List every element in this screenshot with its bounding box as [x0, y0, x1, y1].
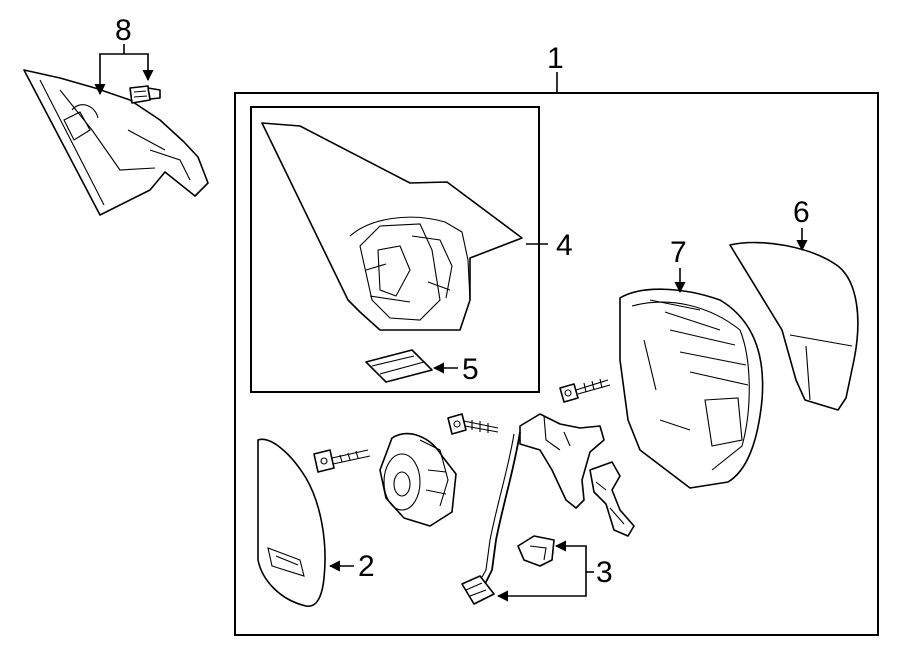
mirror-bracket — [519, 413, 605, 509]
part-3-clip — [517, 535, 555, 567]
callout-6: 6 — [793, 196, 810, 229]
inset-frame — [250, 106, 540, 393]
part-7-mirror-housing — [619, 288, 764, 489]
wire-harness-inner — [477, 433, 515, 585]
part-8-clip — [129, 85, 161, 104]
mirror-arm — [589, 461, 635, 537]
mirror-actuator — [379, 432, 457, 527]
callout-7: 7 — [670, 236, 687, 269]
harness-connector — [461, 575, 495, 605]
callout-8: 8 — [115, 14, 132, 47]
callout-2: 2 — [358, 550, 375, 583]
part-4-mirror-base — [261, 122, 523, 331]
part-5-pad — [365, 349, 433, 383]
screw-middle — [447, 413, 499, 435]
callout-1: 1 — [547, 42, 564, 75]
screw-upper — [559, 378, 611, 403]
part-8-trim-panel — [23, 69, 209, 216]
callout-3: 3 — [596, 556, 613, 589]
screw-lower — [313, 449, 371, 473]
part-6-cover-cap — [729, 241, 859, 411]
wire-harness — [483, 431, 521, 587]
part-2-mirror-glass — [257, 438, 326, 607]
callout-3-bracket — [496, 540, 587, 602]
callout-4: 4 — [556, 229, 573, 262]
callout-5: 5 — [462, 353, 479, 386]
